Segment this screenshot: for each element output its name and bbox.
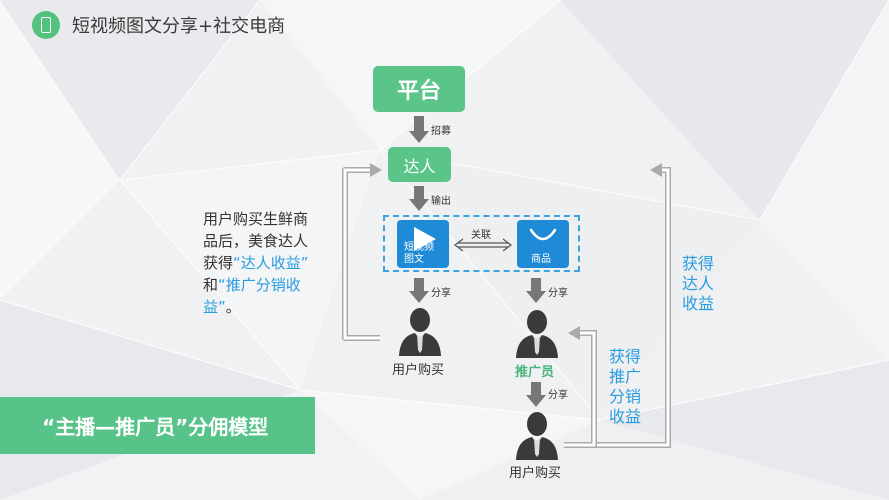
- buyer-label-2: 用户购买: [509, 466, 562, 481]
- banner-text: “主播—推广员”分佣模型: [42, 415, 269, 439]
- arrow-video-share: [409, 278, 429, 303]
- left-text-line5: 益”。: [203, 298, 241, 316]
- right-inner-text: 获得 推广 分销 收益: [609, 347, 642, 426]
- influencer-box: 达人: [388, 147, 451, 182]
- logo-icon: [32, 11, 60, 39]
- link-label: 关联: [471, 230, 491, 241]
- goods-box: 商品: [517, 220, 569, 268]
- share-label-goods: 分享: [548, 288, 568, 299]
- share-label-promoter: 分享: [548, 390, 568, 401]
- left-text-line2: 品后，美食达人: [203, 232, 309, 250]
- arrow-platform-to-influencer: [409, 116, 429, 143]
- arrow-promoter-share: [526, 382, 546, 407]
- video-content-box: 短视频 图文: [397, 220, 449, 268]
- user-icon-buyer-1: [399, 308, 441, 356]
- left-text-line1: 用户购买生鲜商: [203, 210, 309, 228]
- left-text-line4: 和“推广分销收: [203, 276, 301, 294]
- arrow-goods-share: [526, 278, 546, 303]
- phone-icon: [41, 17, 51, 33]
- page-title: 短视频图文分享+社交电商: [72, 16, 286, 37]
- video-caption-line2: 图文: [404, 254, 424, 265]
- buyer-label-1: 用户购买: [392, 363, 445, 378]
- platform-box: 平台: [373, 66, 465, 112]
- video-caption-line1: 短视频: [404, 242, 434, 253]
- promoter-label: 推广员: [515, 365, 555, 380]
- link-double-arrow: [454, 238, 512, 252]
- goods-caption: 商品: [531, 254, 551, 265]
- left-text-line3: 获得“达人收益”: [203, 254, 309, 272]
- left-return-bracket-inner: [343, 168, 380, 340]
- output-label: 输出: [431, 196, 451, 207]
- bag-smile-icon: [529, 228, 557, 241]
- user-icon-buyer-2: [516, 412, 558, 460]
- user-icon-promoter: [516, 310, 558, 358]
- model-banner: “主播—推广员”分佣模型: [0, 397, 315, 454]
- content-group-box: [383, 215, 580, 272]
- left-description: 用户购买生鲜商 品后，美食达人 获得“达人收益” 和“推广分销收 益”。: [203, 208, 339, 318]
- play-icon: [414, 227, 436, 251]
- left-return-bracket: [342, 167, 380, 341]
- share-label-video: 分享: [431, 288, 451, 299]
- right-outer-text: 获得 达人 收益: [682, 254, 715, 313]
- arrow-influencer-to-content: [409, 186, 429, 211]
- recruit-label: 招募: [431, 126, 451, 137]
